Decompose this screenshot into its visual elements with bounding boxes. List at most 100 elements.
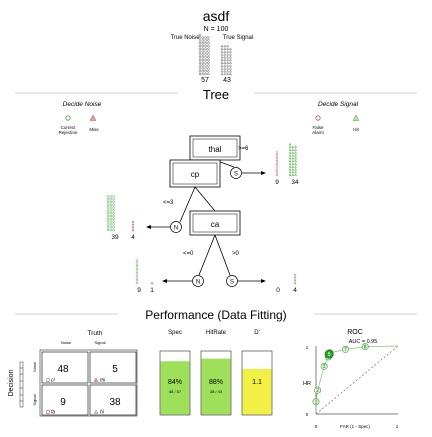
performance-title: Performance (Data Fitting) [145,308,286,322]
exit-cr-icon [106,206,110,209]
plot-title: asdf [203,8,230,24]
exit-hit-icon [288,170,292,174]
roc-selected-point [324,349,334,359]
truth-noise-icon [207,67,210,70]
matrix-hi-icon [93,409,99,414]
exit-hit-icon [294,162,297,165]
exit-cr-icon [112,206,115,209]
matrix-value-hi: 38 [109,397,121,408]
roc-x-tick-0: 0 [315,424,318,429]
thal-exit-count-hi: 34 [291,179,299,186]
truth-noise-icon [207,64,210,67]
truth-signal-icon [229,61,232,64]
truth-signal-icon [220,69,224,73]
exit-hit-icon [288,167,292,171]
ca-signal-exit [226,275,238,287]
roc-ylabel: HR [303,381,311,387]
roc-y-tick-0: 0 [306,412,309,417]
exit-miss-icon [131,222,135,226]
truth-signal-icon [220,52,224,56]
ca-signal-exit-count-fa: 0 [276,287,280,294]
exit-fa-icon [275,170,279,174]
bar-header-dprime: D' [254,330,259,336]
truth-noise-icon [204,67,207,70]
roc-chance-line [315,345,399,415]
exit-cr-icon [109,209,113,212]
truth-noise-icon [207,72,210,76]
exit-hit-icon [294,173,297,177]
exit-fa-icon [275,168,279,171]
exit-hit-icon [294,148,297,151]
exit-hit-icon [291,151,295,154]
exit-hit-icon [288,153,292,157]
exit-fa-icon [275,162,279,166]
exit-hit-icon [288,173,292,177]
roc-point-label-2: 2 [316,388,319,394]
exit-hit-icon [291,167,295,171]
roc-point-3 [320,362,328,370]
truth-signal-icon [226,50,229,53]
matrix-cell-hi [89,384,137,416]
exit-cr-icon [109,197,113,201]
exit-hit-icon [294,170,297,174]
truth-noise-icon [198,67,202,70]
truth-noise-icon [204,61,207,65]
cp-exit-icons [106,195,135,232]
matrix-value-cr: 48 [57,364,69,375]
roc-point-label-3: 3 [323,364,326,370]
roc-y-tick-1: 1 [306,345,309,350]
truth-noise-icon [201,36,205,39]
truth-noise-icon [204,39,207,42]
roc-plot: 123456785 [312,343,399,415]
matrix-cell-cr [41,351,89,384]
truth-signal-icon [220,64,224,67]
truth-signal-icon [220,47,224,50]
matrix-fa-icon [45,409,51,415]
truth-noise-icon [204,64,207,67]
truth-signal-icon [229,50,232,53]
truth-signal-icon [223,50,227,53]
exit-cr-icon [109,211,113,215]
truth-signal-icon [220,66,224,70]
exit-cr-icon [135,276,139,279]
truth-signal-icon [220,55,224,59]
exit-cr-icon [112,203,115,207]
truth-signal-icon [226,72,229,76]
roc-point-label-8: 8 [364,344,367,350]
truth-noise-icon [207,50,210,53]
matrix-mi-icon [93,377,99,382]
truth-noise-icon [198,50,202,53]
roc-point-2 [314,386,322,394]
truth-noise-icon [201,69,205,73]
exit-cr-icon [112,195,115,198]
truth-signal-icon [229,52,232,56]
matrix-decision-scale [19,361,24,408]
node-cp-box [169,159,221,188]
exit-cr-icon [109,200,113,204]
exit-cr-icon [109,214,113,218]
ca-noise-branch-label: <=0 [183,251,194,257]
node-thal-box [189,135,241,161]
bar-value-dprime: 1.1 [252,379,262,386]
false-alarm-icon [315,115,321,121]
exit-hit-icon [291,153,295,157]
exit-fa-icon [275,154,279,157]
truth-noise-icon [198,69,202,73]
exit-cr-icon [106,225,110,229]
decide-noise-label: Decide Noise [63,101,102,108]
exit-fa-icon [275,165,279,168]
matrix-row-signal: Signal [32,394,37,405]
truth-signal-icon [223,66,227,70]
thal-exit-count-fa: 9 [275,179,279,186]
truth-signal-icon [229,58,232,62]
truth-signal-icon [220,61,224,64]
truth-noise-icon [207,53,210,56]
bar-value-spec: 84% [168,379,182,386]
truth-noise-icon [204,44,207,48]
bar-header-spec: Spec [168,330,182,336]
matrix-cr-icon [45,377,51,383]
roc-point-8 [361,343,369,351]
exit-hit-icon [288,148,292,151]
roc-point-label-7: 7 [344,347,347,353]
ca-signal-exit-label: S [230,280,234,286]
